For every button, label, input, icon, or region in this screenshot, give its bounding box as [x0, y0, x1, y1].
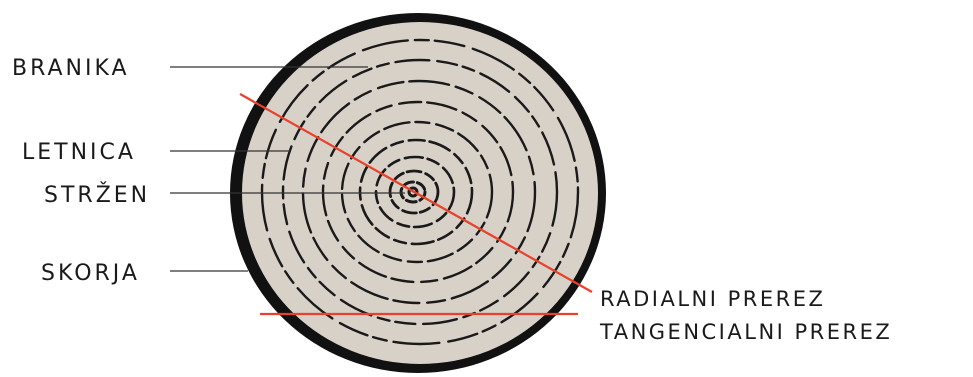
label-radial-cut: RADIALNI PREREZ — [600, 287, 825, 311]
label-tangential-cut: TANGENCIALNI PREREZ — [599, 320, 892, 344]
label-pith: STRŽEN — [44, 182, 150, 208]
label-sapwood: LETNICA — [22, 140, 136, 165]
label-heartwood: BRANIKA — [12, 56, 130, 81]
label-bark: SKORJA — [41, 261, 140, 286]
